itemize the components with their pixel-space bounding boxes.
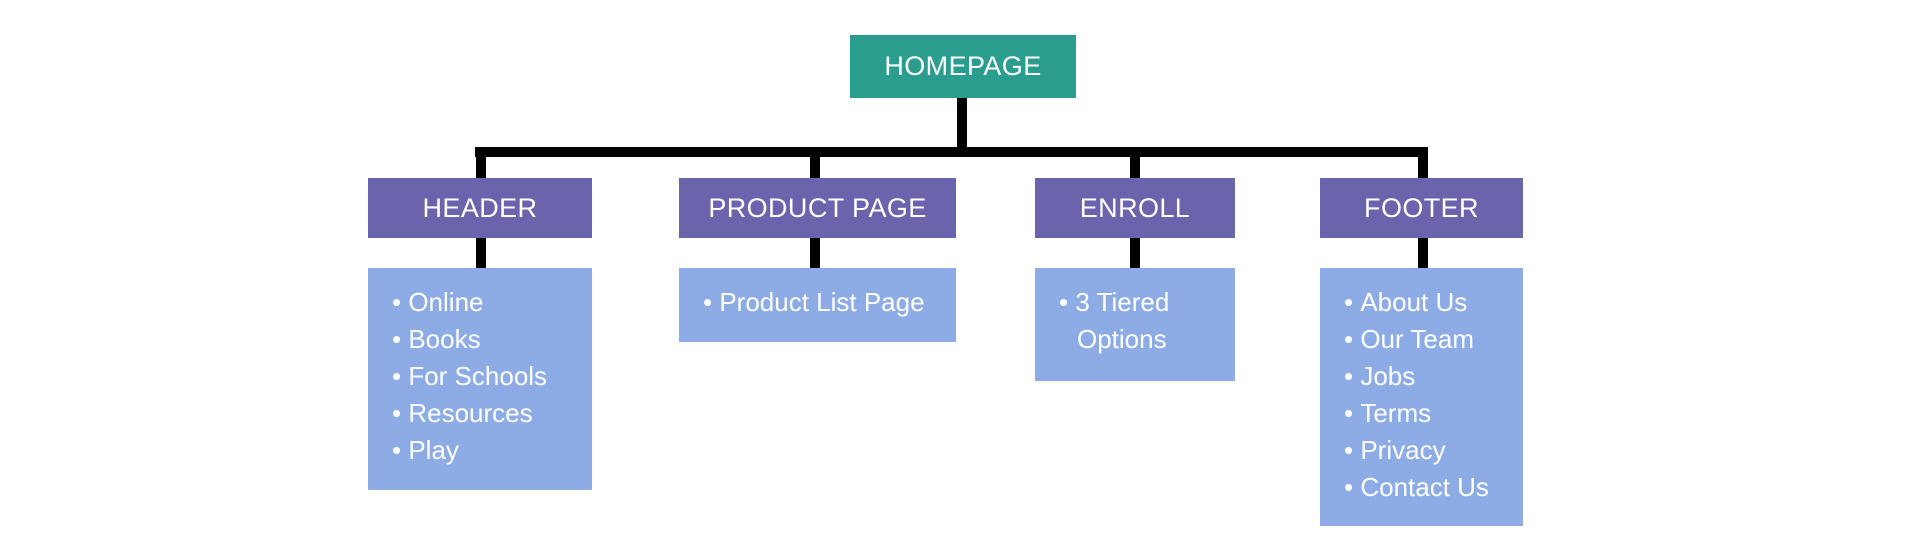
connector-root-stem [957,98,967,155]
node-header-list: Online Books For Schools Resources Play [368,268,592,490]
node-enroll-label: ENROLL [1079,192,1191,223]
connector-drop-header [476,147,486,180]
connector-drop-enroll [1130,147,1140,180]
list-item[interactable]: Privacy [1344,432,1501,469]
list-item[interactable]: Contact Us [1344,469,1501,506]
node-product-page[interactable]: PRODUCT PAGE [679,178,956,238]
connector-horizontal-bus [475,147,1428,157]
list-item[interactable]: Online [392,284,570,321]
node-enroll[interactable]: ENROLL [1035,178,1235,238]
connector-header-to-list [476,238,486,270]
list-item[interactable]: Books [392,321,570,358]
connector-footer-to-list [1418,238,1428,270]
product-page-item-list: Product List Page [703,284,934,321]
node-product-page-list: Product List Page [679,268,956,342]
list-item[interactable]: Our Team [1344,321,1501,358]
list-item[interactable]: For Schools [392,358,570,395]
connector-enroll-to-list [1130,238,1140,270]
header-item-list: Online Books For Schools Resources Play [392,284,570,469]
footer-item-list: About Us Our Team Jobs Terms Privacy Con… [1344,284,1501,506]
list-item[interactable]: About Us [1344,284,1501,321]
node-product-page-label: PRODUCT PAGE [708,192,927,223]
connector-product-page-to-list [810,238,820,270]
node-homepage[interactable]: HOMEPAGE [850,35,1076,98]
list-item[interactable]: Jobs [1344,358,1501,395]
node-footer[interactable]: FOOTER [1320,178,1523,238]
node-homepage-label: HOMEPAGE [884,51,1042,81]
node-footer-label: FOOTER [1364,192,1479,223]
list-item[interactable]: Product List Page [703,284,934,321]
list-item[interactable]: Resources [392,395,570,432]
enroll-item-list: 3 Tiered Options [1059,284,1213,358]
node-header-label: HEADER [422,192,538,223]
list-item[interactable]: Terms [1344,395,1501,432]
list-item[interactable]: Play [392,432,570,469]
node-enroll-list: 3 Tiered Options [1035,268,1235,381]
node-header[interactable]: HEADER [368,178,592,238]
connector-drop-product-page [810,147,820,180]
connector-drop-footer [1418,147,1428,180]
node-footer-list: About Us Our Team Jobs Terms Privacy Con… [1320,268,1523,526]
list-item[interactable]: 3 Tiered Options [1059,284,1213,358]
